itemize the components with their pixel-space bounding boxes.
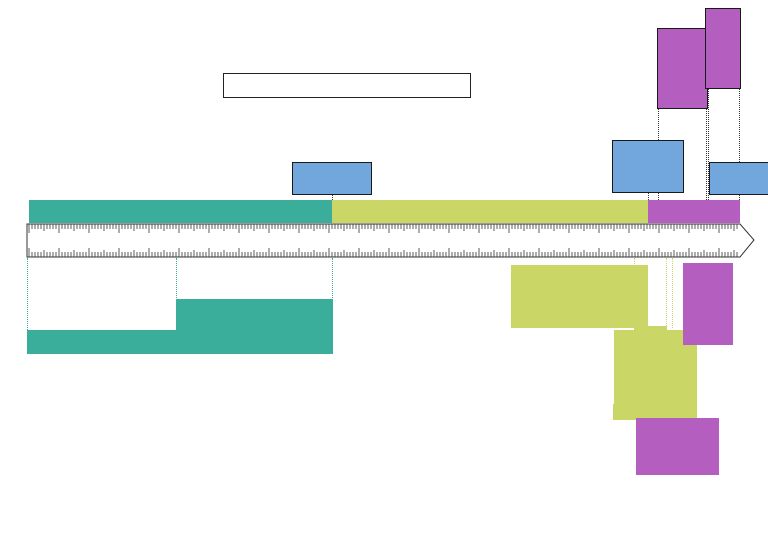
era-band [648, 200, 740, 223]
leader-line [706, 108, 707, 202]
upper-block [705, 8, 741, 89]
leader-line [332, 194, 333, 202]
era-band [332, 200, 648, 223]
upper-block [612, 140, 684, 193]
axis-ticks [28, 224, 738, 257]
leader-line [648, 193, 649, 202]
leader-line [634, 258, 635, 266]
lower-block [511, 265, 648, 328]
leader-line [332, 258, 333, 300]
lower-block [613, 404, 673, 420]
diagram-title-box [223, 73, 471, 98]
upper-block [292, 162, 372, 195]
leader-line [176, 258, 177, 300]
leader-line [708, 88, 709, 202]
leader-line [739, 88, 740, 162]
lower-block [636, 418, 719, 475]
upper-block [709, 162, 768, 195]
lower-block [634, 326, 667, 334]
lower-block [176, 299, 333, 354]
leader-line [739, 194, 740, 202]
leader-line [672, 258, 673, 328]
leader-line [27, 258, 28, 330]
lower-block [683, 263, 733, 345]
era-band [29, 200, 332, 223]
leader-line [666, 258, 667, 328]
axis-outline [26, 223, 755, 258]
lower-block [27, 330, 177, 354]
